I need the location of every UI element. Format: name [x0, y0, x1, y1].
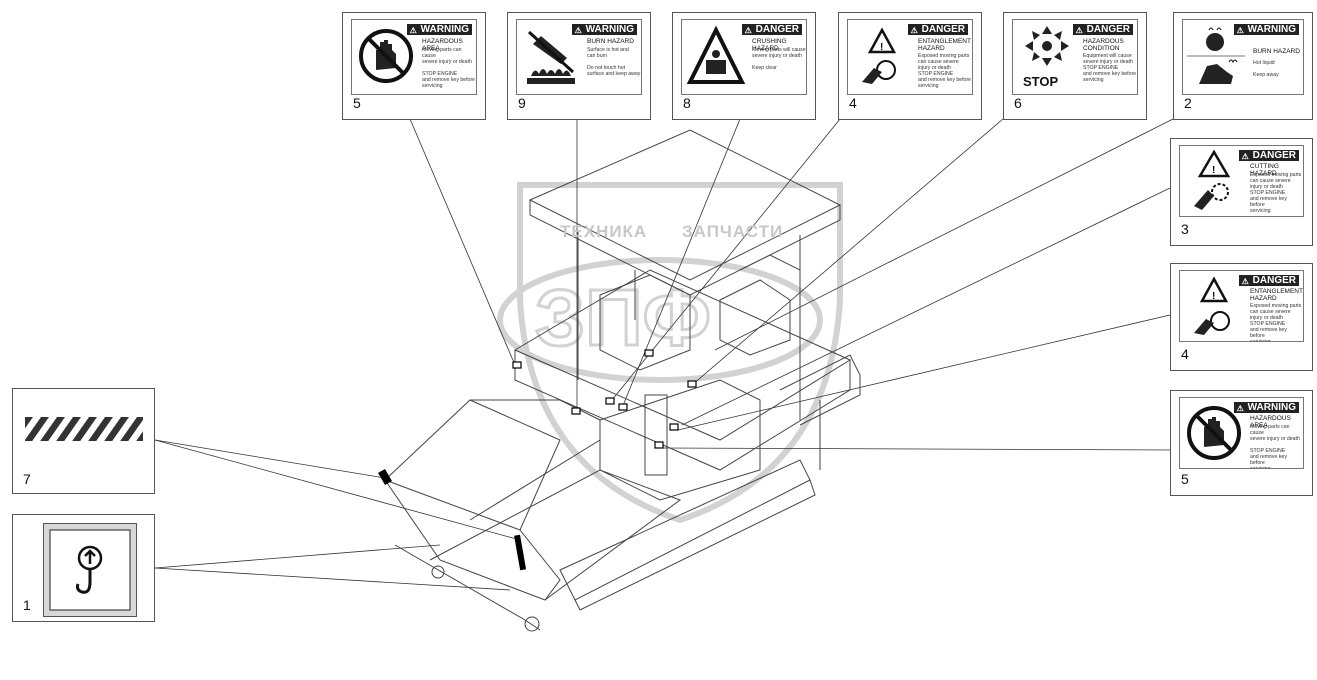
decal-hazardous-area: ⚠WARNING HAZARDOUS AREA Moving parts can… — [1179, 397, 1304, 469]
watermark-right-text: ЗАПЧАСТИ — [682, 222, 784, 241]
hot-surface-icon — [527, 30, 575, 84]
label-card-6: STOP ⚠DANGER HAZARDOUS CONDITION Equipme… — [1003, 12, 1147, 120]
signal-word: ⚠WARNING — [1233, 24, 1299, 35]
signal-word: ⚠DANGER — [741, 24, 802, 35]
signal-word: ⚠WARNING — [1233, 402, 1299, 413]
stop-text: STOP — [1023, 74, 1059, 89]
label-number: 4 — [1181, 346, 1189, 362]
label-number: 2 — [1184, 95, 1192, 111]
hot-liquid-icon — [1187, 27, 1245, 84]
no-hand-icon — [1187, 406, 1241, 460]
decal-title: ENTANGLEMENT HAZARD — [918, 38, 971, 52]
label-card-4-top: ! ⚠DANGER ENTANGLEMENT HAZARD Exposed mo… — [838, 12, 982, 120]
decal-text: Exposed moving parts can cause severe in… — [918, 53, 972, 89]
label-number: 9 — [518, 95, 526, 111]
decal-text: Moving parts will cause severe injury or… — [752, 47, 806, 71]
label-number: 1 — [23, 597, 31, 613]
decal-hazardous-condition: STOP ⚠DANGER HAZARDOUS CONDITION Equipme… — [1012, 19, 1138, 95]
decal-title: BURN HAZARD — [587, 38, 634, 45]
decal-text: Exposed moving parts can cause severe in… — [1250, 172, 1302, 214]
label-number: 5 — [1181, 471, 1189, 487]
decal-entanglement-hazard: ! ⚠DANGER ENTANGLEMENT HAZARD Exposed mo… — [1179, 270, 1304, 342]
entanglement-icon: ! — [1194, 276, 1230, 335]
label-card-5-top: ⚠WARNING HAZARDOUS AREA Moving parts can… — [342, 12, 486, 120]
label-card-4-right: ! ⚠DANGER ENTANGLEMENT HAZARD Exposed mo… — [1170, 263, 1313, 371]
watermark-logo-icon: ЗПФ — [497, 182, 843, 524]
label-number: 6 — [1014, 95, 1022, 111]
decal-title: CRUSHING HAZARD — [752, 38, 787, 52]
leader-lines — [154, 118, 1174, 591]
label-card-8: ⚠DANGER CRUSHING HAZARD Moving parts wil… — [672, 12, 816, 120]
decal-title: CUTTING HAZARD — [1250, 163, 1279, 177]
entanglement-icon: ! — [862, 27, 897, 84]
signal-word: ⚠DANGER — [1238, 150, 1299, 161]
label-card-2: ⚠WARNING BURN HAZARD Hot liquid Keep awa… — [1173, 12, 1313, 120]
crushing-icon — [686, 25, 746, 84]
decal-burn-hazard-hot-liquid: ⚠WARNING BURN HAZARD Hot liquid Keep awa… — [1182, 19, 1304, 95]
watermark-left-text: ТЕХНИКА — [560, 222, 648, 241]
svg-text:!: ! — [1212, 291, 1215, 302]
decal-text: Surface is hot and can burn Do not touch… — [587, 47, 641, 77]
decal-text: Exposed moving parts can cause severe in… — [1250, 303, 1302, 342]
decal-text: Equipment will cause severe injury or de… — [1083, 53, 1137, 83]
label-number: 3 — [1181, 221, 1189, 237]
no-hand-icon — [359, 29, 413, 83]
signal-word: ⚠WARNING — [406, 24, 472, 35]
decal-title: HAZARDOUS AREA — [1250, 415, 1291, 429]
decal-hazardous-area: ⚠WARNING HAZARDOUS AREA Moving parts can… — [351, 19, 477, 95]
decal-burn-hazard: ⚠WARNING BURN HAZARD Surface is hot and … — [516, 19, 642, 95]
decal-text: Moving parts can cause severe injury or … — [1250, 424, 1300, 469]
label-card-3: ! ⚠DANGER CUTTING HAZARD Exposed moving … — [1170, 138, 1313, 246]
svg-text:!: ! — [1212, 165, 1215, 176]
signal-word: ⚠DANGER — [1238, 275, 1299, 286]
decal-title: HAZARDOUS CONDITION — [1083, 38, 1124, 52]
signal-word: ⚠WARNING — [571, 24, 637, 35]
decal-entanglement-hazard: ! ⚠DANGER ENTANGLEMENT HAZARD Exposed mo… — [847, 19, 973, 95]
rotating-parts-icon — [1025, 26, 1069, 66]
decal-cutting-hazard: ! ⚠DANGER CUTTING HAZARD Exposed moving … — [1179, 145, 1304, 217]
signal-word: ⚠DANGER — [907, 24, 968, 35]
svg-text:!: ! — [880, 42, 883, 53]
decal-title: HAZARDOUS AREA — [422, 38, 463, 52]
label-card-7: 7 — [12, 388, 155, 494]
decal-crushing-hazard: ⚠DANGER CRUSHING HAZARD Moving parts wil… — [681, 19, 807, 95]
svg-text:ЗПФ: ЗПФ — [535, 273, 711, 362]
label-number: 7 — [23, 471, 31, 487]
label-number: 4 — [849, 95, 857, 111]
decal-title: BURN HAZARD — [1253, 48, 1300, 55]
cutting-icon: ! — [1194, 150, 1231, 210]
hazard-stripe-icon — [25, 417, 143, 441]
lifting-point-decal — [43, 523, 137, 617]
label-card-9: ⚠WARNING BURN HAZARD Surface is hot and … — [507, 12, 651, 120]
decal-text: Hot liquid Keep away — [1253, 60, 1279, 78]
label-number: 5 — [353, 95, 361, 111]
decal-text: Moving parts can cause severe injury or … — [422, 47, 476, 89]
lifting-hook-icon — [49, 529, 131, 611]
label-card-1: 1 — [12, 514, 155, 622]
signal-word: ⚠DANGER — [1072, 24, 1133, 35]
label-card-5-right: ⚠WARNING HAZARDOUS AREA Moving parts can… — [1170, 390, 1313, 496]
decal-title: ENTANGLEMENT HAZARD — [1250, 288, 1303, 302]
label-number: 8 — [683, 95, 691, 111]
